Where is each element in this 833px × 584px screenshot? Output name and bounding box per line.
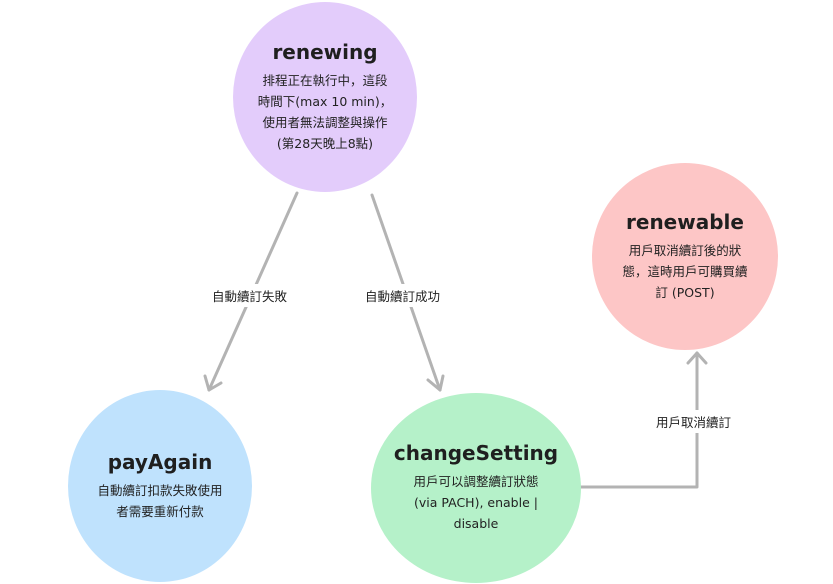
arrowhead-changesetting xyxy=(426,374,445,392)
state-description: 自動續訂扣款失敗使用 者需要重新付款 xyxy=(97,482,223,519)
state-description: 用戶可以調整續訂狀態 (via PACH), enable | disable xyxy=(413,474,539,531)
state-title: changeSetting xyxy=(393,441,559,465)
arrowhead-renewable xyxy=(686,351,708,365)
state-node-renewable: renewable 用戶取消續訂後的狀 態，這時用戶可購買續 訂 (POST) xyxy=(592,163,778,350)
edge-label-renewal-failed: 自動續訂失敗 xyxy=(208,284,292,307)
state-description: 排程正在執行中，這段 時間下(max 10 min)， 使用者無法調整與操作 (… xyxy=(257,72,393,151)
edge-label-cancel-renewal: 用戶取消續訂 xyxy=(652,410,736,433)
state-title: payAgain xyxy=(107,449,213,474)
state-description: 用戶取消續訂後的狀 態，這時用戶可購買續 訂 (POST) xyxy=(622,242,748,300)
state-node-renewing: renewing 排程正在執行中，這段 時間下(max 10 min)， 使用者… xyxy=(233,2,417,192)
edge-line-cancel-renewal xyxy=(579,351,699,489)
arrowhead-payagain xyxy=(203,374,223,392)
state-node-changesetting: changeSetting 用戶可以調整續訂狀態 (via PACH), ena… xyxy=(371,393,581,583)
state-title: renewable xyxy=(626,209,744,234)
state-node-payagain: payAgain 自動續訂扣款失敗使用 者需要重新付款 xyxy=(68,390,252,582)
state-title: renewing xyxy=(272,39,378,64)
edge-label-renewal-success: 自動續訂成功 xyxy=(361,284,445,307)
